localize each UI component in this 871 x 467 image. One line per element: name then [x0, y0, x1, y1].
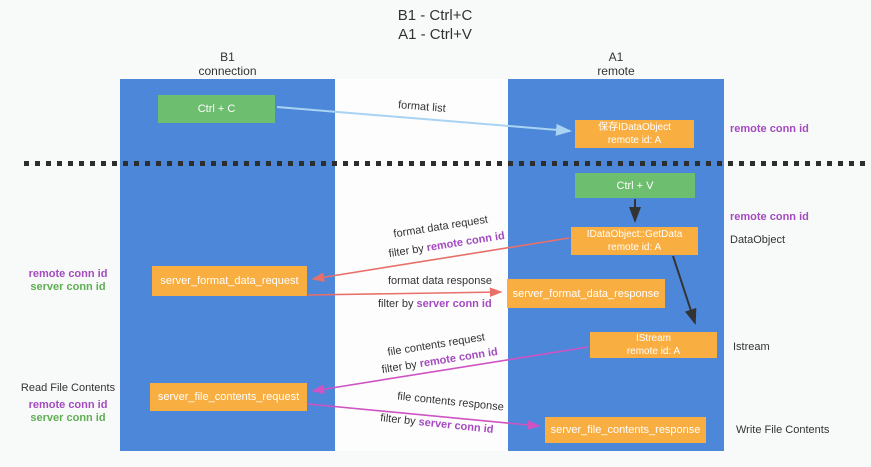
- node-getdata-line2: remote id: A: [607, 242, 662, 253]
- left-label-block-format: remote conn id server conn id: [13, 268, 123, 294]
- node-format-request-label: server_format_data_request: [160, 275, 299, 287]
- node-file-response-label: server_file_contents_response: [550, 424, 701, 436]
- label-write-file-contents: Write File Contents: [736, 424, 830, 436]
- lane-b1-title: B1: [220, 50, 235, 64]
- lane-a1-title: A1: [608, 50, 624, 64]
- diagram-title: B1 - Ctrl+C A1 - Ctrl+V: [335, 6, 535, 44]
- title-line-2: A1 - Ctrl+V: [398, 26, 472, 43]
- node-save-dataobject-line1: 保存IDataObject: [598, 122, 671, 133]
- node-ctrl-v-label: Ctrl + V: [616, 179, 654, 192]
- node-server-file-contents-response: server_file_contents_response: [545, 417, 706, 443]
- node-format-response-label: server_format_data_response: [512, 287, 660, 300]
- filter-by-text-2: filter by: [378, 298, 417, 310]
- label-remote-conn-id-mid-left: remote conn id: [28, 268, 108, 280]
- label-istream: Istream: [733, 341, 770, 353]
- node-istream: IStream remote id: A: [590, 332, 717, 358]
- lane-header-a1: A1 remote: [508, 50, 724, 78]
- lane-header-b1: B1 connection: [120, 50, 335, 78]
- label-remote-conn-id-mid-right: remote conn id: [730, 211, 809, 223]
- label-read-file-contents: Read File Contents: [20, 382, 116, 394]
- filter-server-conn-id-1: server conn id: [416, 298, 492, 310]
- label-server-conn-id-bottom-left: server conn id: [30, 412, 106, 424]
- node-server-format-data-request: server_format_data_request: [152, 266, 307, 296]
- node-server-file-contents-request: server_file_contents_request: [150, 383, 307, 411]
- node-ctrl-v: Ctrl + V: [575, 173, 695, 198]
- node-save-dataobject-line2: remote id: A: [607, 135, 662, 146]
- label-remote-conn-id-top-right: remote conn id: [730, 123, 809, 135]
- node-save-dataobject: 保存IDataObject remote id: A: [575, 120, 694, 148]
- node-file-request-label: server_file_contents_request: [157, 391, 300, 403]
- label-server-conn-id-mid-left: server conn id: [30, 281, 106, 293]
- label-format-data-response: format data response: [388, 275, 492, 287]
- node-ctrl-c-label: Ctrl + C: [197, 103, 236, 115]
- label-filter-by-server-conn-id-1: filter by server conn id: [378, 298, 492, 310]
- label-dataobject: DataObject: [730, 234, 786, 246]
- node-getdata-line1: IDataObject::GetData: [586, 229, 683, 240]
- node-server-format-data-response: server_format_data_response: [507, 279, 665, 308]
- node-istream-line2: remote id: A: [626, 346, 681, 357]
- left-label-block-file: Read File Contents remote conn id server…: [13, 382, 123, 425]
- node-istream-line1: IStream: [635, 333, 671, 344]
- dashed-divider-line: [24, 161, 870, 166]
- title-line-1: B1 - Ctrl+C: [397, 7, 473, 24]
- lane-b1-subtitle: connection: [198, 64, 257, 78]
- node-ctrl-c: Ctrl + C: [158, 95, 275, 123]
- lane-a1-subtitle: remote: [597, 64, 635, 78]
- node-idataobject-getdata: IDataObject::GetData remote id: A: [571, 227, 698, 255]
- label-remote-conn-id-bottom-left: remote conn id: [28, 399, 108, 411]
